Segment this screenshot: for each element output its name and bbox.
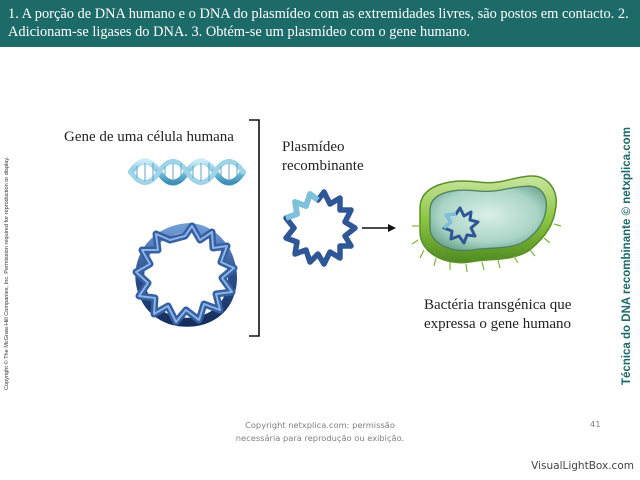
plasmid-label-line1: Plasmídeo (282, 138, 345, 157)
human-gene-helix (131, 162, 243, 183)
footer-copyright: Copyright netxplica.com: permissão neces… (220, 419, 420, 445)
footer-line-2: necessária para reprodução ou exibição. (220, 432, 420, 445)
footer-line-1: Copyright netxplica.com: permissão (220, 419, 420, 432)
bacteria-label-line2: expressa o gene humano (424, 315, 571, 334)
transformation-arrow (362, 224, 396, 232)
watermark[interactable]: VisualLightBox.com (531, 460, 634, 472)
recombinant-plasmid (286, 192, 355, 264)
grouping-bracket (249, 120, 259, 336)
human-gene-label: Gene de uma célula humana (64, 128, 234, 147)
plasmid-label-line2: recombinante (282, 157, 364, 176)
bacteria-label-line1: Bactéria transgénica que (424, 296, 571, 315)
cut-plasmid-ring (136, 226, 234, 322)
page-number: 41 (590, 419, 601, 429)
transgenic-bacterium (412, 176, 561, 272)
